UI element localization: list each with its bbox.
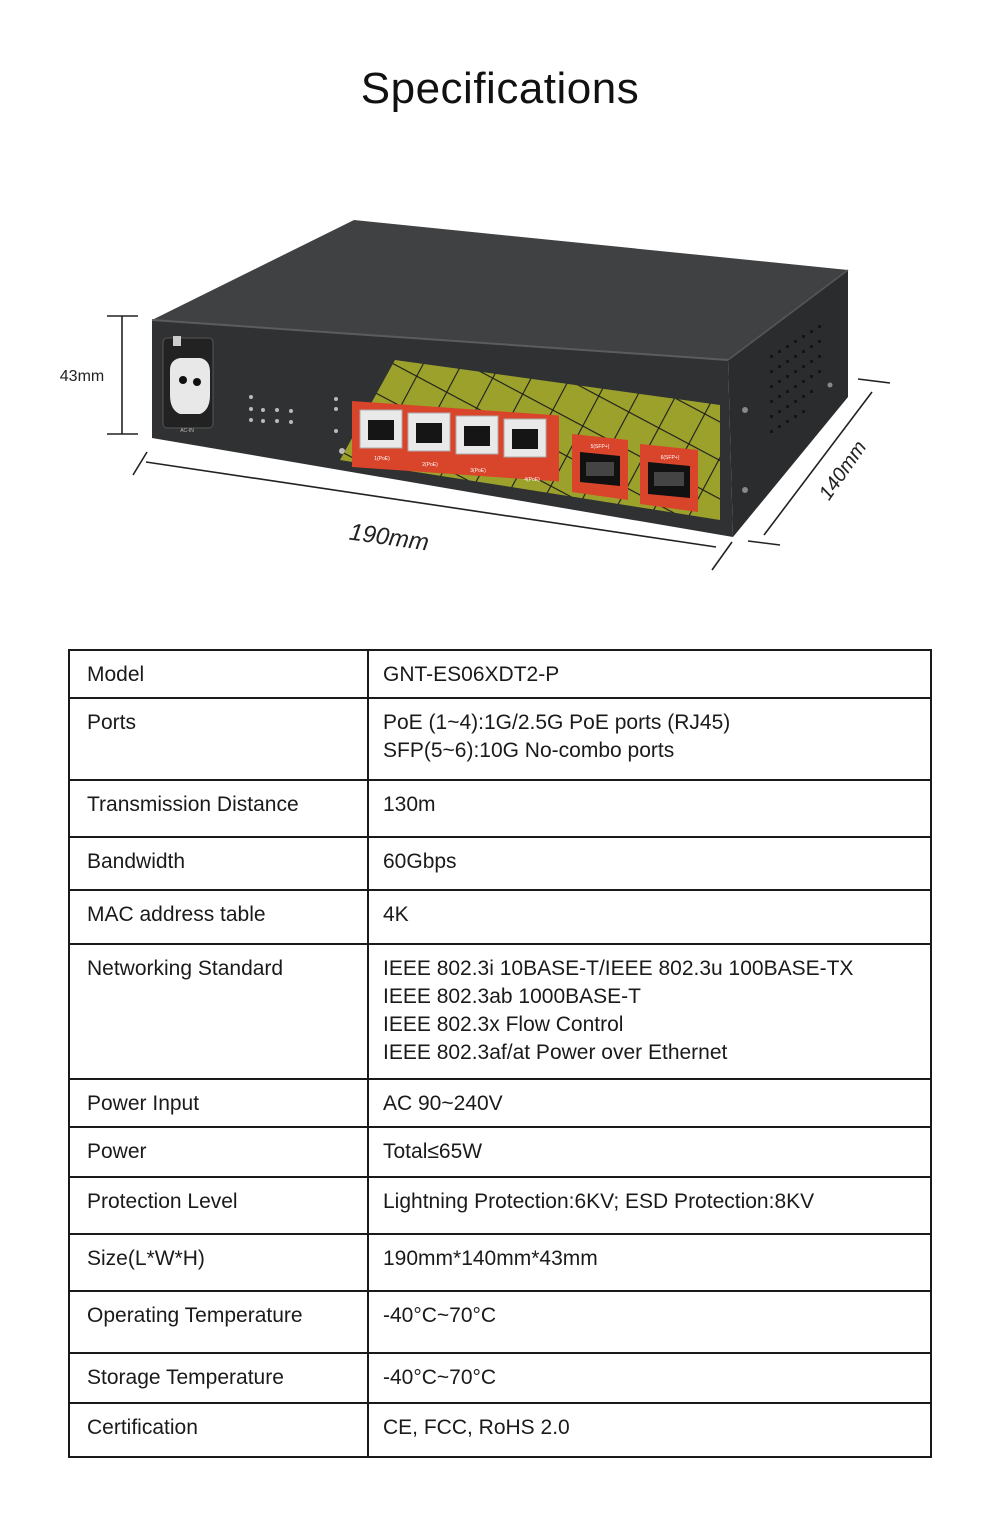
specifications-table: Model GNT-ES06XDT2-P Ports PoE (1~4):1G/… [68, 649, 932, 1458]
dimension-width-marker [747, 378, 891, 546]
table-row: Bandwidth 60Gbps [68, 836, 932, 891]
spec-value: 4K [367, 889, 932, 945]
spec-value: 60Gbps [367, 836, 932, 891]
spec-label: MAC address table [68, 889, 369, 945]
spec-value: AC 90~240V [367, 1078, 932, 1128]
switch-illustration: 43mm 190mm 140mm [60, 220, 891, 571]
spec-label: Storage Temperature [68, 1352, 369, 1404]
spec-value: CE, FCC, RoHS 2.0 [367, 1402, 932, 1458]
spec-value: -40°C~70°C [367, 1290, 932, 1354]
port-label-3: 3(PoE) [470, 468, 486, 474]
table-row: Transmission Distance 130m [68, 779, 932, 838]
spec-value: Total≤65W [367, 1126, 932, 1178]
status-leds [249, 395, 345, 454]
side-vents [770, 325, 821, 433]
spec-value: 130m [367, 779, 932, 838]
table-row: Power Total≤65W [68, 1126, 932, 1178]
spec-value: -40°C~70°C [367, 1352, 932, 1404]
port-label-1: 1(PoE) [374, 456, 390, 462]
spec-label: Power Input [68, 1078, 369, 1128]
spec-label: Ports [68, 697, 369, 781]
dimension-length-label: 190mm [348, 519, 431, 557]
spec-label: Networking Standard [68, 943, 369, 1080]
dimension-height-marker [107, 315, 138, 435]
port-label-2: 2(PoE) [422, 462, 438, 468]
dimension-length-marker [132, 451, 733, 571]
spec-label: Operating Temperature [68, 1290, 369, 1354]
svg-text:AC-IN: AC-IN [180, 428, 194, 434]
table-row: Operating Temperature -40°C~70°C [68, 1290, 932, 1354]
port-label-4: 4(PoE) [524, 477, 540, 483]
switch-body: AC-IN 1(PoE) 2(Po [151, 220, 849, 537]
spec-label: Protection Level [68, 1176, 369, 1235]
spec-value: PoE (1~4):1G/2.5G PoE ports (RJ45) SFP(5… [367, 697, 932, 781]
page-title: Specifications [360, 64, 640, 113]
dimension-width-label: 140mm [815, 437, 871, 504]
table-row: Protection Level Lightning Protection:6K… [68, 1176, 932, 1235]
spec-value: IEEE 802.3i 10BASE-T/IEEE 802.3u 100BASE… [367, 943, 932, 1080]
spec-label: Transmission Distance [68, 779, 369, 838]
table-row: Ports PoE (1~4):1G/2.5G PoE ports (RJ45)… [68, 697, 932, 781]
spec-value: Lightning Protection:6KV; ESD Protection… [367, 1176, 932, 1235]
sfp-port-block: 5(SFP+) 6(SFP+) [572, 434, 698, 512]
spec-label: Certification [68, 1402, 369, 1458]
spec-value: 190mm*140mm*43mm [367, 1233, 932, 1292]
sfp-label-6: 6(SFP+) [661, 455, 680, 461]
table-row: Size(L*W*H) 190mm*140mm*43mm [68, 1233, 932, 1292]
table-row: Certification CE, FCC, RoHS 2.0 [68, 1402, 932, 1458]
sfp-label-5: 5(SFP+) [591, 444, 610, 450]
table-row: Power Input AC 90~240V [68, 1078, 932, 1128]
spec-value: GNT-ES06XDT2-P [367, 649, 932, 699]
ac-power-inlet: AC-IN [162, 336, 214, 434]
spec-label: Model [68, 649, 369, 699]
spec-label: Size(L*W*H) [68, 1233, 369, 1292]
table-row: Model GNT-ES06XDT2-P [68, 649, 932, 699]
spec-label: Bandwidth [68, 836, 369, 891]
spec-label: Power [68, 1126, 369, 1178]
rj45-port-block: 1(PoE) 2(PoE) 3(PoE) 4(PoE) [352, 401, 559, 483]
table-row: MAC address table 4K [68, 889, 932, 945]
table-row: Networking Standard IEEE 802.3i 10BASE-T… [68, 943, 932, 1080]
table-row: Storage Temperature -40°C~70°C [68, 1352, 932, 1404]
dimension-height-label: 43mm [60, 368, 104, 385]
